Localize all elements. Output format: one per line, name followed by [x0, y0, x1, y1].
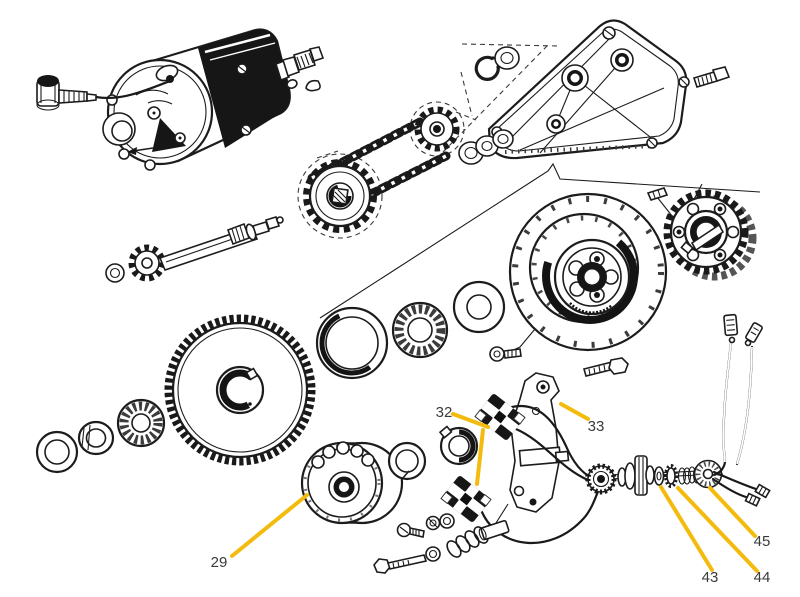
helical-gear: [663, 189, 757, 281]
bracket-bolt: [692, 66, 731, 88]
cable-gland-sleeve: [617, 455, 655, 496]
pivot-bolt: [373, 503, 509, 574]
roller-bearing: [391, 301, 449, 359]
small-washer: [439, 513, 455, 529]
callout-45-line-0: [708, 486, 757, 538]
clutch-drum: [300, 441, 404, 525]
flywheel: [508, 192, 668, 352]
flywheel-washer: [452, 280, 506, 334]
lock-washer: [425, 515, 441, 531]
output-cables: [712, 313, 763, 477]
toothed-grommet: [585, 463, 617, 495]
spacer: [478, 519, 510, 541]
thrust-washer: [35, 430, 79, 474]
callout-29-label: 29: [211, 554, 228, 571]
callout-32-line-1: [475, 428, 485, 486]
callout-44-label: 44: [754, 569, 771, 586]
callout-33-label: 33: [588, 418, 605, 435]
chaincase-bracket: [487, 19, 690, 160]
callout-43-line-0: [659, 485, 714, 572]
callout-32-label: 32: [436, 404, 453, 421]
starter-motor: [102, 28, 325, 171]
eyelet-screw: [489, 346, 522, 362]
construction-dashes: [316, 43, 559, 159]
small-washer-and-shell: [286, 79, 321, 92]
circlip: [474, 55, 500, 81]
bushing: [77, 420, 115, 456]
lock-ring: [438, 425, 479, 466]
callout-layer: 29 32 33 43 44 45: [211, 402, 771, 586]
callout-45-label: 45: [754, 533, 771, 550]
sprocket-large: [303, 159, 377, 233]
retaining-ring: [315, 306, 389, 380]
brush-upper: [474, 394, 526, 440]
needle-bearing: [116, 398, 166, 448]
brush-lower: [440, 476, 492, 522]
star-washer: [664, 464, 678, 488]
snap-ring: [387, 441, 427, 481]
callout-33-line-0: [559, 402, 590, 421]
callout-44-line-0: [676, 486, 759, 573]
washer-stack: [458, 129, 514, 165]
dowel-pin: [646, 187, 669, 201]
hex-bolt: [583, 357, 629, 377]
armature-shaft-pinion: [105, 216, 284, 283]
fixing-screw: [396, 522, 425, 538]
callout-32-line-0: [451, 412, 490, 429]
callout-43-label: 43: [702, 569, 719, 586]
primary-chain-drive: [297, 101, 465, 239]
sprocket-small: [414, 106, 460, 152]
plain-washer: [494, 46, 520, 70]
drive-gear-large: [164, 314, 316, 466]
gland-washer: [653, 466, 665, 486]
cable-terminal: [36, 75, 172, 111]
callout-29-line-0: [230, 493, 309, 558]
